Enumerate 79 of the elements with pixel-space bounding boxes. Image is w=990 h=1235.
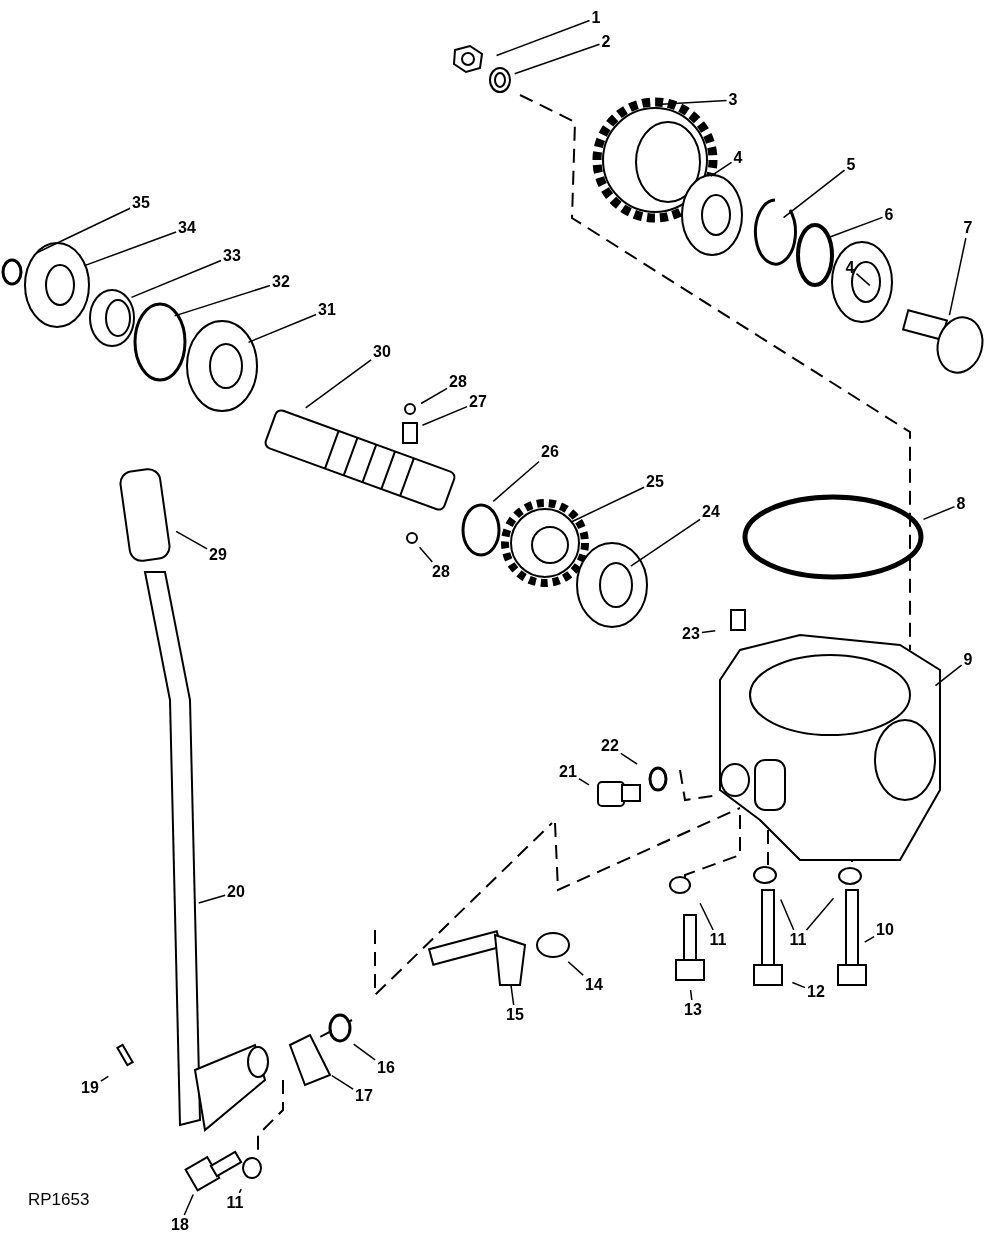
callout-number: 11	[789, 932, 807, 948]
callout-number: 25	[646, 474, 664, 490]
leader-line	[791, 981, 806, 989]
callout-number: 11	[226, 1195, 244, 1211]
callout-number: 21	[559, 764, 577, 780]
leader-line	[699, 902, 714, 931]
leader-line	[578, 777, 590, 786]
leader-line	[934, 664, 963, 687]
callout-number: 22	[601, 738, 619, 754]
callout-number: 1	[591, 10, 601, 26]
leader-line	[782, 169, 846, 219]
callout-number: 26	[541, 444, 559, 460]
callout-number: 11	[709, 932, 727, 948]
callout-number: 27	[469, 394, 487, 410]
callout-number: 28	[432, 564, 450, 580]
leader-line	[570, 486, 645, 523]
callout-number: 19	[81, 1080, 99, 1096]
callout-number: 20	[227, 884, 245, 900]
leader-line	[620, 752, 638, 765]
callout-number: 10	[876, 922, 894, 938]
leader-line	[421, 405, 468, 427]
callout-number: 4	[845, 260, 855, 276]
callout-number: 2	[601, 34, 611, 50]
callout-number: 6	[884, 207, 894, 223]
callout-number: 32	[272, 274, 290, 290]
callout-number: 31	[318, 302, 336, 318]
leader-line	[863, 935, 875, 943]
leader-line	[35, 207, 131, 254]
leader-line	[492, 460, 540, 503]
callout-number: 17	[355, 1088, 373, 1104]
callout-number: 9	[963, 652, 973, 668]
callout-number: 12	[807, 984, 825, 1000]
callout-number: 30	[373, 344, 391, 360]
callout-number: 13	[684, 1002, 702, 1018]
leader-line	[247, 313, 317, 344]
callout-number: 33	[223, 248, 241, 264]
leader-line	[100, 1075, 110, 1082]
leader-line	[710, 161, 733, 177]
leader-line	[630, 518, 701, 567]
leader-line	[922, 505, 956, 521]
leader-line	[701, 630, 717, 634]
leader-line	[495, 19, 591, 57]
leader-line	[805, 897, 835, 931]
callout-number: 23	[682, 626, 700, 642]
leader-line	[175, 530, 208, 550]
callout-number: 34	[178, 220, 196, 236]
callout-number: 29	[209, 547, 227, 563]
callout-number: 8	[956, 496, 966, 512]
leader-line	[197, 894, 226, 904]
leader-line	[304, 359, 372, 409]
callout-number: 16	[377, 1060, 395, 1076]
leader-line	[855, 272, 871, 287]
leader-line	[689, 989, 693, 1001]
callout-number: 18	[171, 1217, 189, 1233]
leader-line	[331, 1075, 354, 1090]
callout-number: 7	[963, 220, 973, 236]
leader-line	[780, 898, 795, 931]
leader-line	[352, 1043, 376, 1061]
callout-number: 35	[132, 195, 150, 211]
figure-code: RP1653	[28, 1190, 90, 1210]
callout-number: 5	[846, 157, 856, 173]
callout-number: 4	[733, 150, 743, 166]
leader-line	[83, 231, 177, 267]
leader-line	[130, 259, 222, 299]
leader-line	[948, 237, 967, 316]
leader-line	[510, 984, 515, 1006]
leader-line	[827, 216, 884, 239]
leader-line	[238, 1188, 242, 1194]
callout-number: 24	[702, 504, 720, 520]
leader-line	[513, 43, 601, 75]
leader-line	[173, 284, 271, 317]
callout-number: 15	[506, 1007, 524, 1023]
leader-line	[183, 1193, 194, 1216]
callout-number: 14	[585, 977, 603, 993]
leader-line	[418, 546, 434, 563]
callout-number: 3	[728, 92, 738, 108]
leader-line	[420, 387, 448, 405]
callout-number: 28	[449, 374, 467, 390]
leader-line	[567, 960, 584, 976]
